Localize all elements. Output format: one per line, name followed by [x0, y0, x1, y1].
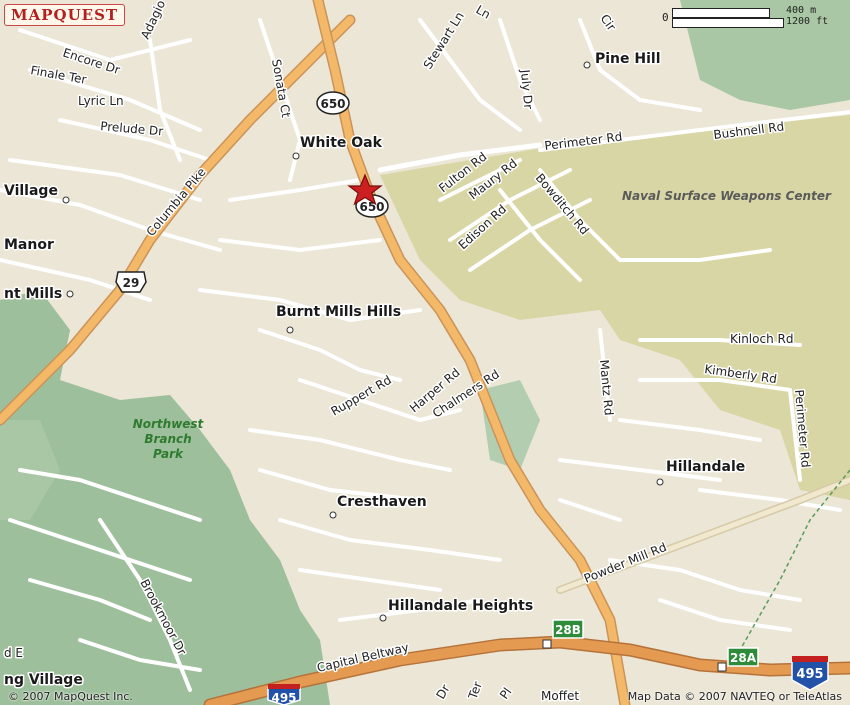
scale-bar: 0 400 m 1200 ft — [662, 5, 842, 32]
road-lyric: Lyric Ln — [78, 94, 124, 108]
place-burnt-mills-hills: Burnt Mills Hills — [276, 304, 401, 320]
local-roads — [0, 18, 850, 692]
park-area-center — [480, 380, 540, 470]
naval-center-label: Naval Surface Weapons Center — [622, 189, 832, 203]
svg-text:28A: 28A — [730, 651, 757, 665]
trail-line — [739, 469, 850, 651]
exit-28a-junction — [717, 662, 727, 672]
svg-text:650: 650 — [359, 200, 384, 214]
exit-28b-junction — [542, 639, 552, 649]
park-label: Northwest Branch Park — [133, 417, 205, 461]
place-ng-village: ng Village — [4, 672, 83, 688]
i-495-shield-right: 495 — [791, 656, 829, 691]
road-moffet: Moffet — [541, 689, 579, 703]
i-495-shield-left: 495 — [267, 684, 301, 705]
naval-center-area — [380, 115, 850, 500]
exit-28a-sign: 28A — [727, 647, 759, 667]
svg-text:495: 495 — [271, 691, 296, 705]
place-manor-left: Manor — [4, 237, 54, 253]
place-dots — [62, 61, 664, 622]
copyright-text: © 2007 MapQuest Inc. — [8, 690, 133, 703]
scale-bar-imperial — [672, 18, 784, 28]
svg-text:650: 650 — [320, 97, 345, 111]
us-29-shield: 29 — [115, 271, 147, 293]
svg-text:Northwest: Northwest — [133, 417, 205, 431]
svg-text:29: 29 — [123, 276, 140, 290]
mapquest-logo[interactable]: MAPQUEST — [4, 4, 126, 26]
location-marker-star-icon[interactable] — [347, 173, 383, 206]
map-data-credit: Map Data © 2007 NAVTEQ or TeleAtlas — [627, 690, 842, 703]
capital-beltway-road — [203, 635, 850, 705]
scale-metric-label: 400 m — [786, 5, 817, 16]
place-cresthaven: Cresthaven — [337, 494, 427, 510]
place-hillandale: Hillandale — [666, 459, 745, 475]
svg-text:Park: Park — [153, 447, 184, 461]
place-pine-hill: Pine Hill — [595, 51, 661, 67]
svg-text:28B: 28B — [555, 623, 581, 637]
place-village-left: Village — [4, 183, 58, 199]
scale-zero: 0 — [662, 11, 669, 24]
road-mantz: Mantz Rd — [597, 359, 616, 416]
place-mills-left: nt Mills — [4, 286, 62, 302]
svg-text:495: 495 — [796, 667, 823, 682]
route-650-shield-mid: 650 — [355, 194, 389, 218]
road-d-e: d E — [4, 646, 23, 660]
road-july: July Dr — [518, 68, 535, 110]
exit-28b-sign: 28B — [552, 619, 584, 639]
scale-bar-metric — [672, 8, 770, 18]
route-650-shield-top: 650 — [316, 91, 350, 115]
place-hillandale-heights: Hillandale Heights — [388, 598, 533, 614]
place-white-oak: White Oak — [300, 135, 383, 151]
road-kinloch: Kinloch Rd — [730, 332, 793, 346]
park-area — [0, 290, 330, 705]
svg-text:Branch: Branch — [144, 432, 191, 446]
scale-imperial-label: 1200 ft — [786, 16, 829, 27]
